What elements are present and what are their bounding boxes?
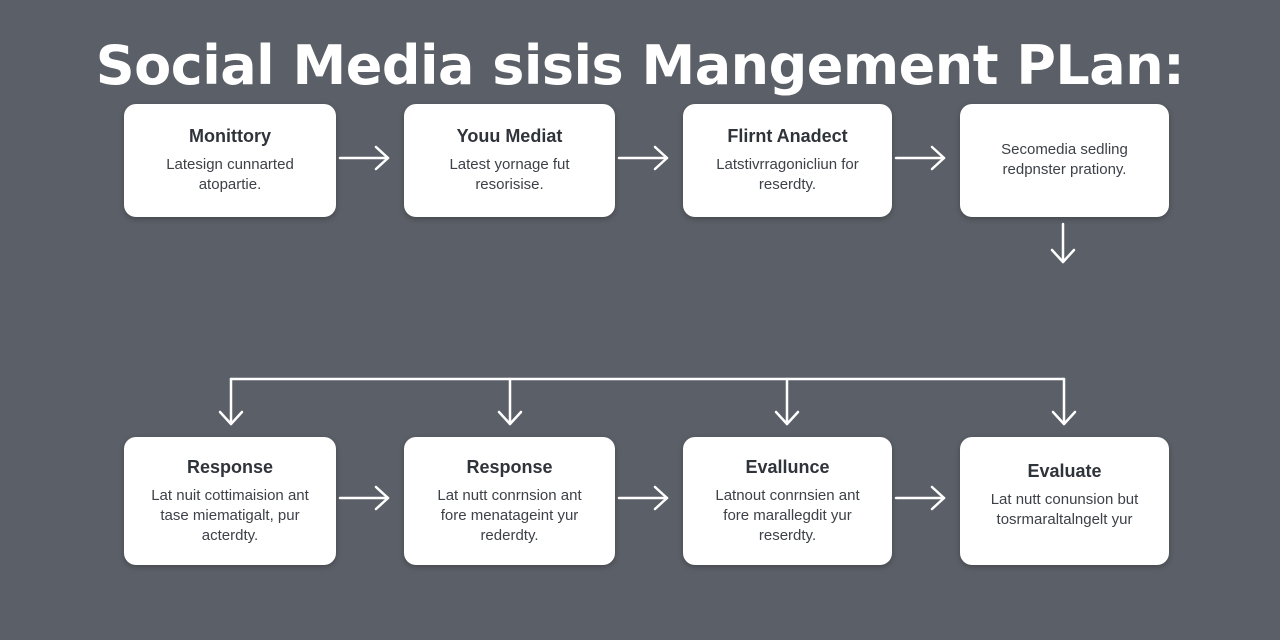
step-evaluation-box: Evallunce Latnout conrnsien ant fore mar… bbox=[683, 437, 892, 565]
step-title: Youu Mediat bbox=[456, 126, 563, 146]
step-strategy-box: Secomedia sedling redpnster prationy. bbox=[960, 104, 1169, 217]
step-evaluate-box: Evaluate Lat nutt conunsion but tosrmara… bbox=[960, 437, 1169, 565]
step-response-box: Response Lat nuit cottimaision ant tase … bbox=[124, 437, 336, 565]
arrow-right-icon bbox=[338, 145, 390, 171]
arrow-right-icon bbox=[338, 485, 390, 511]
step-description: Lat nutt conrnsion ant fore menatageint … bbox=[437, 486, 582, 544]
step-title: Flirnt Anadect bbox=[727, 126, 848, 146]
step-description: Latest yornage fut resorisise. bbox=[449, 156, 570, 193]
step-title: Response bbox=[186, 456, 274, 477]
step-description: Lat nutt conunsion but tosrmaraltalngelt… bbox=[990, 491, 1139, 528]
step-description: Lat nuit cottimaision ant tase miematiga… bbox=[151, 486, 309, 544]
distribution-bracket bbox=[218, 377, 1077, 426]
step-title: Response bbox=[466, 456, 553, 477]
arrow-right-icon bbox=[617, 145, 669, 171]
step-media-box: Youu Mediat Latest yornage fut resorisis… bbox=[404, 104, 615, 217]
arrow-right-icon bbox=[894, 485, 946, 511]
step-title: Monittory bbox=[189, 126, 271, 146]
arrow-right-icon bbox=[617, 485, 669, 511]
step-description: Latesign cunnarted atopartie. bbox=[166, 156, 294, 193]
step-description: Secomedia sedling redpnster prationy. bbox=[1001, 141, 1128, 178]
diagram-title: Social Media sisis Mangement PLan: bbox=[95, 34, 1185, 97]
step-description: Latnout conrnsien ant fore marallegdit y… bbox=[715, 486, 860, 544]
arrow-right-icon bbox=[894, 145, 946, 171]
step-monitoring-box: Monittory Latesign cunnarted atopartie. bbox=[124, 104, 336, 217]
arrow-down-icon bbox=[1050, 222, 1076, 264]
step-description: Latstivrragonicliun for reserdty. bbox=[716, 156, 859, 193]
step-response-box: Response Lat nutt conrnsion ant fore men… bbox=[404, 437, 615, 565]
step-title: Evallunce bbox=[745, 456, 830, 477]
step-analysis-box: Flirnt Anadect Latstivrragonicliun for r… bbox=[683, 104, 892, 217]
step-title: Evaluate bbox=[1027, 461, 1102, 481]
